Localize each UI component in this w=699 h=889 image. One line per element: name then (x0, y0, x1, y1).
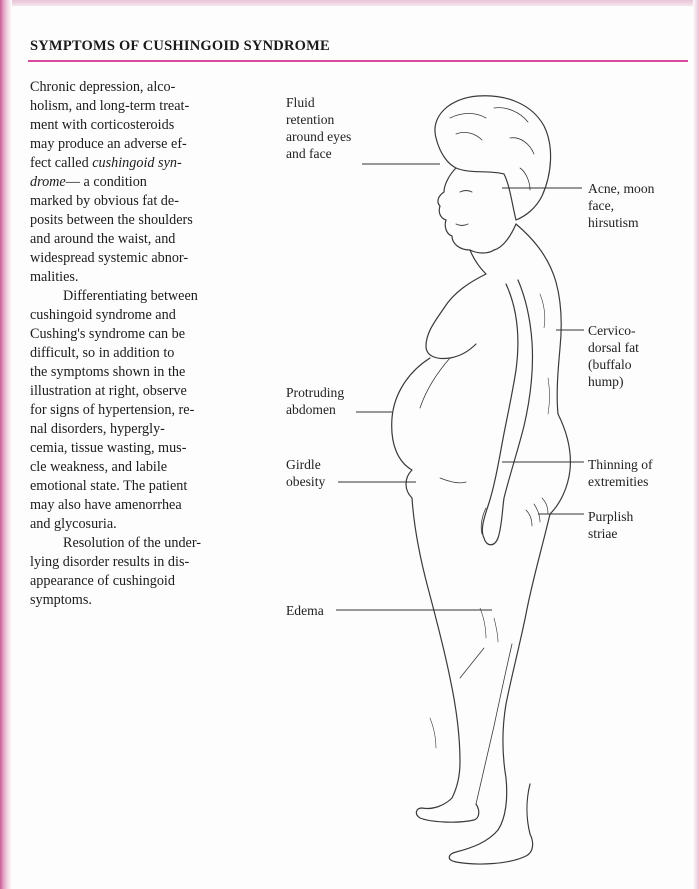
title-rule (28, 60, 688, 62)
body-line: fect called cushingoid syn- (30, 154, 270, 173)
body-line: widespread systemic abnor- (30, 249, 270, 268)
label-line: Purplish (588, 508, 633, 525)
body-line: and glycosuria. (30, 515, 270, 534)
front-leg-outline (412, 498, 479, 822)
body-line: ment with corticosteroids (30, 116, 270, 135)
label-line: face, (588, 197, 654, 214)
page-title: SYMPTOMS OF CUSHINGOID SYNDROME (30, 38, 330, 55)
label-line: Edema (286, 602, 324, 619)
label-girdle-obesity: Girdle obesity (286, 456, 325, 490)
label-protruding-abdomen: Protruding abdomen (286, 384, 344, 418)
body-line: may also have amenorrhea (30, 496, 270, 515)
body-line: lying disorder results in dis- (30, 553, 270, 572)
label-line: Protruding (286, 384, 344, 401)
label-line: Girdle (286, 456, 325, 473)
body-line: holism, and long-term treat- (30, 97, 270, 116)
label-line: dorsal fat (588, 339, 639, 356)
italic-term: cushingoid syn- (92, 155, 181, 171)
body-line: may produce an adverse ef- (30, 135, 270, 154)
body-text-run: fect called (30, 155, 92, 171)
label-line: obesity (286, 473, 325, 490)
label-line: Acne, moon (588, 180, 654, 197)
label-line: (buffalo (588, 356, 639, 373)
body-line: appearance of cushingoid (30, 572, 270, 591)
body-line: cushingoid syndrome and (30, 306, 270, 325)
label-line: and face (286, 145, 351, 162)
label-line: retention (286, 111, 351, 128)
label-line: striae (588, 525, 633, 542)
body-line: for signs of hypertension, re- (30, 401, 270, 420)
label-line: hump) (588, 373, 639, 390)
label-line: hirsutism (588, 214, 654, 231)
callout-leaders (336, 164, 584, 610)
body-line: Resolution of the under- (30, 534, 270, 553)
label-acne-moon-face: Acne, moon face, hirsutism (588, 180, 654, 231)
face-profile (438, 168, 494, 253)
body-text: Chronic depression, alco- holism, and lo… (30, 78, 270, 610)
label-line: extremities (588, 473, 653, 490)
label-thinning-extremities: Thinning of extremities (588, 456, 653, 490)
label-line: abdomen (286, 401, 344, 418)
neck-outline (470, 224, 516, 274)
label-purplish-striae: Purplish striae (588, 508, 633, 542)
back-leg-outline (449, 514, 550, 864)
striae-marks (526, 498, 548, 526)
arm-outline (482, 280, 532, 545)
back-outline (516, 224, 561, 414)
hair-outline (435, 96, 551, 220)
label-edema: Edema (286, 602, 324, 619)
body-line: malities. (30, 268, 270, 287)
italic-term: drome (30, 174, 66, 190)
body-line: drome— a condition (30, 173, 270, 192)
label-line: around eyes (286, 128, 351, 145)
label-cervico-dorsal-fat: Cervico- dorsal fat (buffalo hump) (588, 322, 639, 390)
chest-outline (426, 274, 486, 359)
label-line: Fluid (286, 94, 351, 111)
label-fluid-retention: Fluid retention around eyes and face (286, 94, 351, 162)
label-line: Cervico- (588, 322, 639, 339)
body-line: marked by obvious fat de- (30, 192, 270, 211)
body-line: emotional state. The patient (30, 477, 270, 496)
body-text-run: — a condition (66, 174, 147, 190)
body-line: symptoms. (30, 591, 270, 610)
page-frame-left (0, 0, 12, 889)
page-frame-top (0, 0, 699, 6)
hip-outline (550, 414, 570, 514)
body-line: and around the waist, and (30, 230, 270, 249)
body-line: Cushing's syndrome can be (30, 325, 270, 344)
body-line: nal disorders, hypergly- (30, 420, 270, 439)
body-line: difficult, so in addition to (30, 344, 270, 363)
body-line: posits between the shoulders (30, 211, 270, 230)
body-line: Chronic depression, alco- (30, 78, 270, 97)
body-line: illustration at right, observe (30, 382, 270, 401)
body-line: cle weakness, and labile (30, 458, 270, 477)
body-line: Differentiating between (30, 287, 270, 306)
body-line: the symptoms shown in the (30, 363, 270, 382)
abdomen-outline (392, 358, 430, 498)
label-line: Thinning of (588, 456, 653, 473)
body-line: cemia, tissue wasting, mus- (30, 439, 270, 458)
anatomy-illustration: Fluid retention around eyes and face Acn… (280, 78, 699, 889)
